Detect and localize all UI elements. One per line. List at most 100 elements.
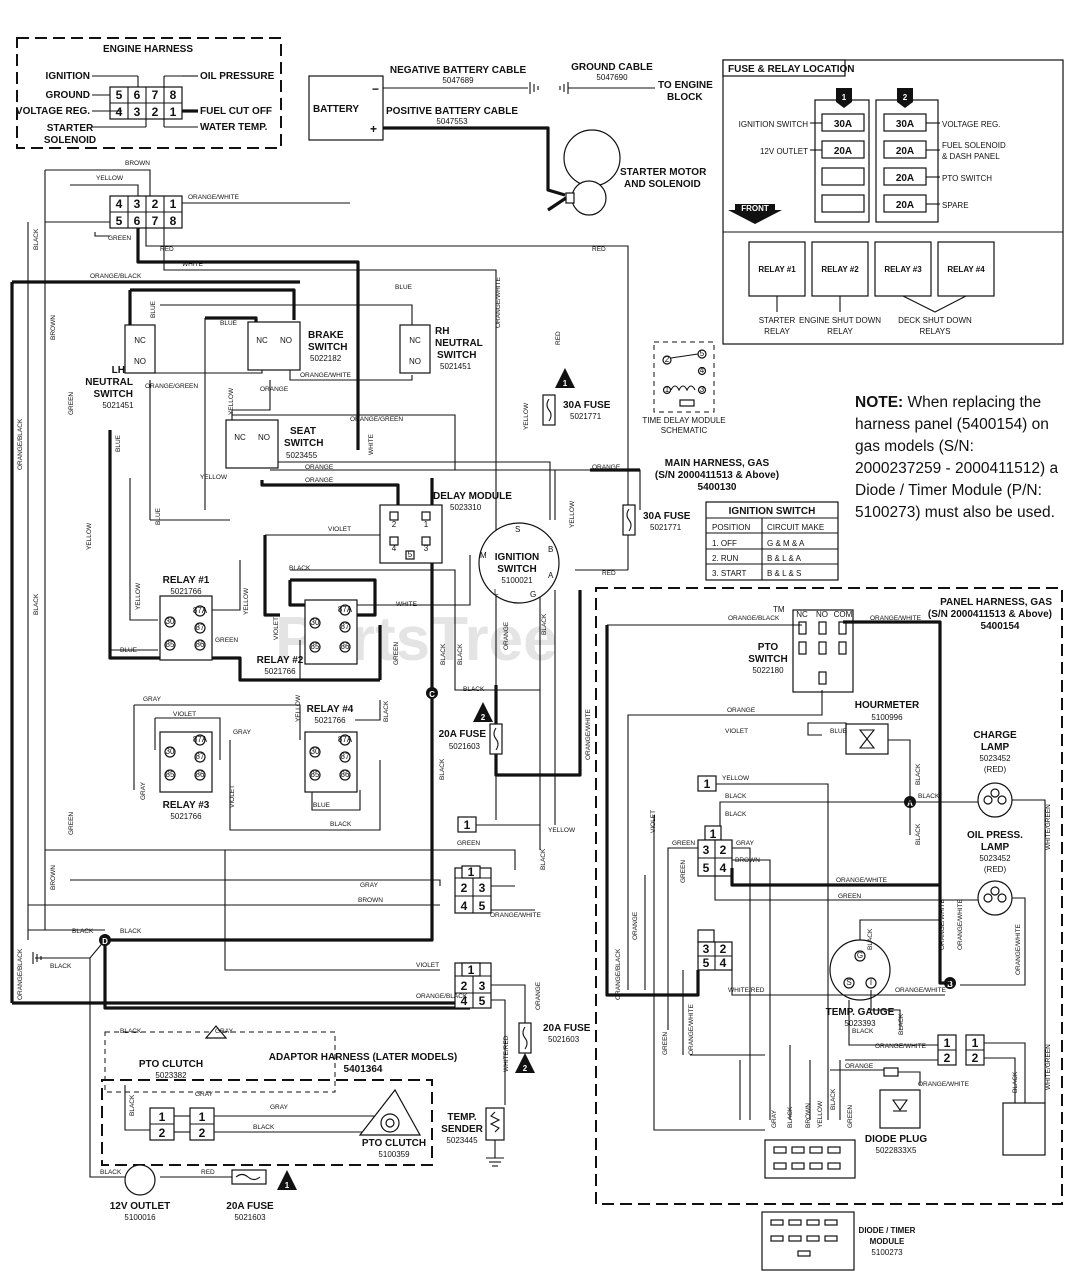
svg-text:ORANGE: ORANGE bbox=[845, 1063, 874, 1070]
svg-text:30: 30 bbox=[311, 747, 320, 756]
svg-text:1: 1 bbox=[199, 1110, 206, 1124]
svg-text:YELLOW: YELLOW bbox=[569, 500, 576, 528]
svg-text:1: 1 bbox=[468, 865, 475, 879]
svg-text:BATTERY: BATTERY bbox=[313, 104, 359, 115]
relay-2: 30 87A 87 85 86 RELAY #2 5021766 bbox=[257, 599, 358, 676]
svg-text:ORANGE/GREEN: ORANGE/GREEN bbox=[350, 416, 403, 423]
svg-text:86: 86 bbox=[341, 642, 350, 651]
svg-text:GROUND CABLE: GROUND CABLE bbox=[571, 62, 653, 73]
svg-text:VIOLET: VIOLET bbox=[725, 728, 748, 735]
svg-text:2: 2 bbox=[461, 979, 468, 993]
svg-text:ORANGE: ORANGE bbox=[305, 477, 334, 484]
svg-text:RED: RED bbox=[592, 246, 606, 253]
svg-text:4: 4 bbox=[720, 956, 727, 970]
svg-text:ORANGE/WHITE: ORANGE/WHITE bbox=[1015, 923, 1022, 975]
svg-text:VIOLET: VIOLET bbox=[173, 711, 196, 718]
svg-text:SWITCH: SWITCH bbox=[748, 654, 787, 665]
svg-text:YELLOW: YELLOW bbox=[523, 402, 530, 430]
outlet-12v: 12V OUTLET 5100016 bbox=[110, 1164, 170, 1222]
svg-text:BLUE: BLUE bbox=[150, 300, 157, 318]
svg-text:2: 2 bbox=[665, 355, 670, 364]
svg-text:20A: 20A bbox=[896, 200, 914, 211]
svg-text:BLACK: BLACK bbox=[50, 963, 72, 970]
svg-text:DIODE PLUG: DIODE PLUG bbox=[865, 1134, 927, 1145]
fuse-30a-2: 30A FUSE 5021771 bbox=[622, 504, 691, 536]
svg-text:4: 4 bbox=[700, 366, 705, 375]
svg-text:BLACK: BLACK bbox=[898, 1013, 905, 1035]
svg-text:WHITE/GREEN: WHITE/GREEN bbox=[1045, 804, 1052, 850]
adaptor-harness: ADAPTOR HARNESS (LATER MODELS) 5401364 P… bbox=[101, 1025, 457, 1166]
svg-text:BLACK: BLACK bbox=[830, 1088, 837, 1110]
svg-text:5021766: 5021766 bbox=[170, 812, 202, 821]
svg-text:3: 3 bbox=[703, 942, 710, 956]
svg-text:5047689: 5047689 bbox=[442, 76, 474, 85]
svg-text:VIOLET: VIOLET bbox=[650, 810, 657, 833]
svg-text:6: 6 bbox=[134, 88, 141, 102]
svg-text:ENGINE SHUT DOWN: ENGINE SHUT DOWN bbox=[799, 316, 881, 325]
svg-text:GREEN: GREEN bbox=[108, 235, 131, 242]
svg-text:BROWN: BROWN bbox=[125, 160, 150, 167]
svg-text:(RED): (RED) bbox=[984, 765, 1007, 774]
svg-text:ORANGE/WHITE: ORANGE/WHITE bbox=[188, 194, 240, 201]
svg-text:3: 3 bbox=[134, 197, 141, 211]
svg-text:5021771: 5021771 bbox=[570, 412, 602, 421]
svg-text:YELLOW: YELLOW bbox=[243, 587, 250, 615]
svg-text:SWITCH: SWITCH bbox=[284, 438, 323, 449]
svg-text:1: 1 bbox=[944, 1036, 951, 1050]
svg-text:30A: 30A bbox=[834, 119, 852, 130]
svg-text:RELAY #4: RELAY #4 bbox=[307, 704, 354, 715]
svg-text:BLACK: BLACK bbox=[440, 643, 447, 665]
svg-text:LH: LH bbox=[112, 365, 125, 376]
svg-text:GRAY: GRAY bbox=[143, 696, 162, 703]
svg-text:12V OUTLET: 12V OUTLET bbox=[760, 147, 808, 156]
svg-text:1: 1 bbox=[424, 520, 429, 529]
svg-text:BLACK: BLACK bbox=[787, 1106, 794, 1128]
svg-text:IGNITION: IGNITION bbox=[46, 71, 90, 82]
svg-text:NEUTRAL: NEUTRAL bbox=[435, 338, 483, 349]
fuse-markers: 1 2 2 1 bbox=[277, 368, 575, 1190]
svg-text:NC: NC bbox=[796, 610, 808, 619]
svg-text:VOLTAGE REG.: VOLTAGE REG. bbox=[942, 120, 1000, 129]
svg-text:BLACK: BLACK bbox=[725, 793, 747, 800]
svg-text:PTO: PTO bbox=[758, 642, 779, 653]
svg-text:IGNITION SWITCH: IGNITION SWITCH bbox=[729, 506, 816, 517]
ignition-switch: IGNITION SWITCH 5100021 S B A G L M bbox=[478, 522, 560, 604]
svg-text:BLACK: BLACK bbox=[463, 686, 485, 693]
temp-sender: TEMP. SENDER 5023445 bbox=[441, 1107, 505, 1167]
svg-text:ORANGE: ORANGE bbox=[632, 911, 639, 940]
svg-text:G & M & A: G & M & A bbox=[767, 539, 805, 548]
svg-text:NO: NO bbox=[816, 610, 828, 619]
svg-text:& DASH PANEL: & DASH PANEL bbox=[942, 152, 1000, 161]
svg-text:5400130: 5400130 bbox=[698, 482, 737, 493]
svg-text:7: 7 bbox=[152, 214, 159, 228]
svg-text:86: 86 bbox=[196, 640, 205, 649]
svg-text:7: 7 bbox=[152, 88, 159, 102]
svg-text:BLACK: BLACK bbox=[915, 823, 922, 845]
svg-text:5023393: 5023393 bbox=[844, 1019, 876, 1028]
relay-4: 30 87A 87 85 86 RELAY #4 5021766 bbox=[304, 704, 358, 793]
svg-text:SEAT: SEAT bbox=[290, 426, 316, 437]
svg-text:BROWN: BROWN bbox=[358, 897, 383, 904]
svg-text:3: 3 bbox=[479, 979, 486, 993]
svg-text:1: 1 bbox=[704, 777, 711, 791]
svg-text:B: B bbox=[548, 545, 553, 554]
relay-3: 30 87A 87 85 86 RELAY #3 5021766 bbox=[159, 731, 213, 821]
svg-text:STARTER: STARTER bbox=[47, 123, 94, 134]
svg-text:5021766: 5021766 bbox=[314, 716, 346, 725]
svg-text:BLACK: BLACK bbox=[330, 821, 352, 828]
svg-text:PTO SWITCH: PTO SWITCH bbox=[942, 174, 992, 183]
svg-text:5: 5 bbox=[408, 550, 413, 559]
svg-text:G: G bbox=[530, 590, 536, 599]
seat-switch: NC NO SEAT SWITCH 5023455 bbox=[225, 419, 323, 469]
svg-text:86: 86 bbox=[196, 770, 205, 779]
svg-text:BLACK: BLACK bbox=[867, 928, 874, 950]
svg-text:CHARGE: CHARGE bbox=[973, 730, 1017, 741]
svg-text:ORANGE/WHITE: ORANGE/WHITE bbox=[957, 898, 964, 950]
svg-text:5021603: 5021603 bbox=[548, 1035, 580, 1044]
svg-text:YELLOW: YELLOW bbox=[228, 387, 235, 415]
svg-text:85: 85 bbox=[311, 770, 320, 779]
svg-text:S: S bbox=[846, 978, 851, 987]
svg-text:1: 1 bbox=[170, 105, 177, 119]
svg-text:NO: NO bbox=[134, 357, 146, 366]
svg-text:87A: 87A bbox=[338, 605, 353, 614]
